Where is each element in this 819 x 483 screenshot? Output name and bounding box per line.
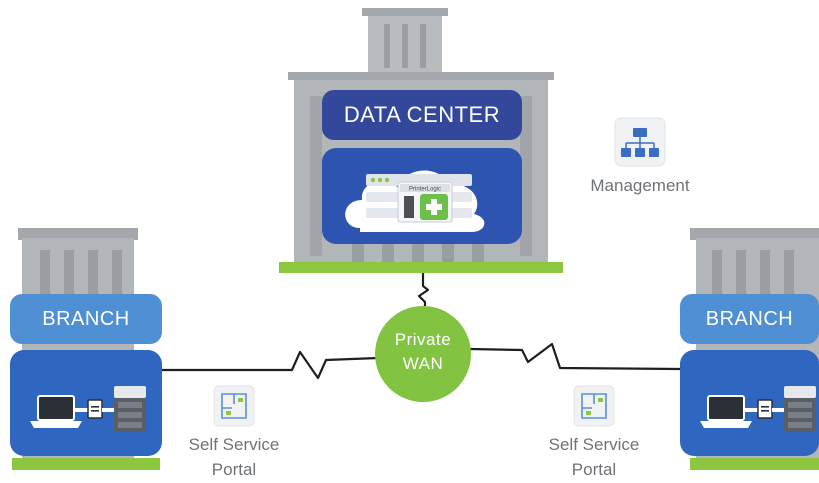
- floor-plan-icon: [214, 386, 254, 426]
- cloud-server-icon: PrinterLogic: [345, 170, 484, 232]
- portal-right-line1: Self Service: [528, 432, 660, 457]
- wan-link-datacenter: [419, 273, 428, 306]
- document-icon: [88, 400, 102, 418]
- self-service-portal-right-label: Self Service Portal: [528, 432, 660, 482]
- data-center-label-band: [322, 90, 522, 140]
- portal-right-line2: Portal: [528, 457, 660, 482]
- private-wan-node: [375, 306, 471, 402]
- document-icon: [758, 400, 772, 418]
- wan-link-left: [162, 352, 378, 378]
- branch-left-label-band: [10, 294, 162, 344]
- data-center-ground: [279, 262, 563, 273]
- branch-right-label-band: [680, 294, 819, 344]
- org-chart-icon: [615, 118, 665, 166]
- management-label: Management: [570, 173, 710, 198]
- wan-link-right: [470, 344, 680, 369]
- branch-right-ground: [690, 458, 819, 470]
- portal-left-line2: Portal: [168, 457, 300, 482]
- branch-right-building: [680, 228, 819, 470]
- branch-left-building: [10, 228, 162, 470]
- branch-left-ground: [12, 458, 160, 470]
- data-center-building: [279, 8, 563, 273]
- self-service-portal-left-label: Self Service Portal: [168, 432, 300, 482]
- printer-icon: [114, 386, 146, 432]
- appliance-brand-text: PrinterLogic: [409, 187, 441, 193]
- portal-left-line1: Self Service: [168, 432, 300, 457]
- printer-icon: [784, 386, 816, 432]
- floor-plan-icon: [574, 386, 614, 426]
